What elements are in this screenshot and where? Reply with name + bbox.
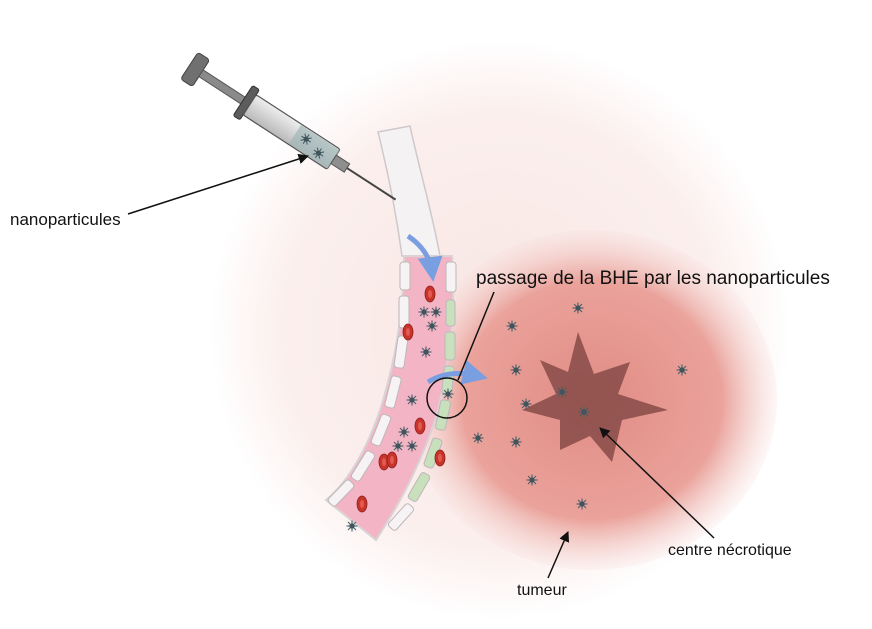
- necrotic-center-label: centre nécrotique: [668, 542, 792, 560]
- nanoparticles-label: nanoparticules: [10, 210, 121, 230]
- tumor-label: tumeur: [517, 582, 567, 600]
- bbb-crossing-label: passage de la BHE par les nanoparticules: [476, 268, 830, 290]
